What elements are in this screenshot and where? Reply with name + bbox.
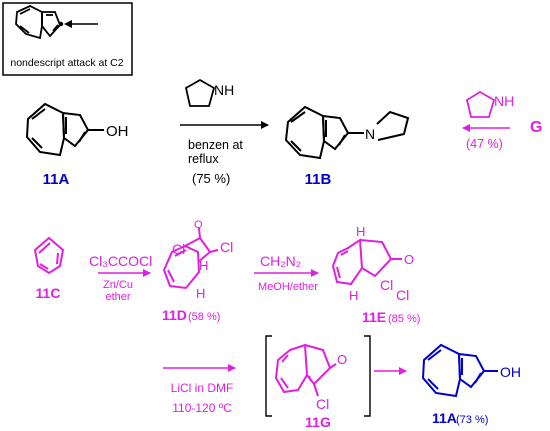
product-n: N bbox=[365, 126, 375, 142]
11e-cl-a: Cl bbox=[380, 277, 393, 293]
label-11d: 11D bbox=[162, 307, 187, 323]
molecule-11b bbox=[284, 105, 410, 160]
molecule-11a-final bbox=[421, 343, 498, 398]
11g-cl: Cl bbox=[316, 396, 329, 412]
yield-11a-final: (73 %) bbox=[456, 414, 488, 426]
molecule-11g bbox=[274, 343, 337, 397]
label-11b: 11B bbox=[305, 171, 332, 188]
11d-cl-a: Cl bbox=[172, 241, 185, 257]
11d-o: O bbox=[194, 219, 203, 231]
label-11g: 11G bbox=[305, 414, 331, 430]
oh-group-final: OH bbox=[500, 364, 521, 380]
reagent-temp: 110-120 ºC bbox=[172, 401, 232, 415]
reagent-licl: LiCl in DMF bbox=[171, 381, 234, 395]
reaction1-yield: (75 %) bbox=[192, 171, 230, 186]
yield-11d: (58 %) bbox=[188, 311, 220, 323]
conditions-line2: reflux bbox=[188, 152, 219, 166]
inset-caption: nondescript attack at C2 bbox=[10, 57, 123, 69]
11d-cl-b: Cl bbox=[220, 239, 233, 255]
molecule-11d bbox=[162, 227, 219, 290]
bracket-right bbox=[364, 335, 371, 417]
oh-group-top: OH bbox=[106, 123, 129, 140]
reagent-ch2n2: CH₂N₂ bbox=[260, 253, 301, 269]
molecule-11c bbox=[33, 236, 65, 275]
11g-o: O bbox=[337, 352, 347, 367]
label-g: G bbox=[530, 119, 542, 136]
bracket-left bbox=[265, 335, 272, 417]
reagent-znc: Zn/Cu bbox=[103, 279, 133, 291]
side-pyrrolidine bbox=[465, 90, 496, 118]
side-nh: NH bbox=[494, 93, 514, 109]
label-11a-top: 11A bbox=[43, 171, 70, 188]
pyrrolidine-reagent bbox=[184, 78, 216, 107]
11e-h-top: H bbox=[356, 224, 365, 239]
label-11c: 11C bbox=[36, 285, 61, 301]
11d-h1: H bbox=[199, 258, 208, 273]
molecule-11a-top bbox=[25, 102, 104, 157]
side-yield: (47 %) bbox=[466, 137, 503, 151]
molecule-11e bbox=[331, 238, 402, 286]
conditions-line1: benzen at bbox=[188, 138, 243, 152]
11e-cl-b: Cl bbox=[396, 287, 409, 303]
c2-dot bbox=[58, 21, 64, 27]
reagent-cl3ccocl: Cl₃CCOCl bbox=[89, 253, 152, 269]
label-11a-final: 11A bbox=[432, 410, 457, 426]
inset-box: nondescript attack at C2 bbox=[2, 2, 133, 76]
11e-o: O bbox=[404, 252, 414, 267]
inset-azulene bbox=[15, 5, 62, 40]
reagent-meoh-ether: MeOH/ether bbox=[258, 281, 318, 293]
11d-h2: H bbox=[196, 286, 205, 301]
reagent-nh: NH bbox=[214, 82, 234, 98]
yield-11e: (85 %) bbox=[388, 313, 420, 325]
11e-h-bottom: H bbox=[349, 288, 358, 303]
reagent-ether: ether bbox=[105, 291, 130, 303]
label-11e: 11E bbox=[362, 309, 386, 325]
